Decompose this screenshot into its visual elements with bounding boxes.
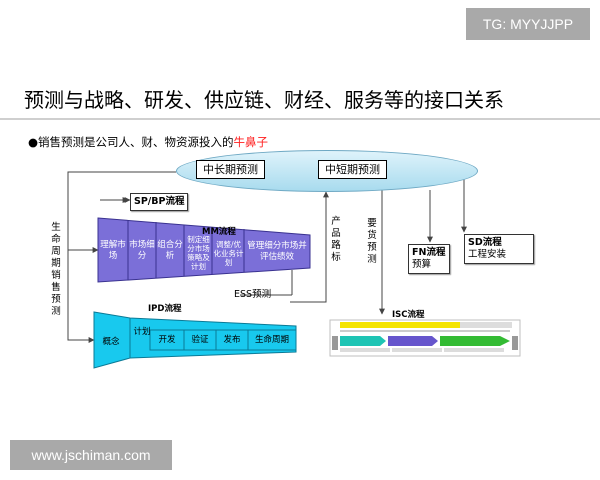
isc-process-title: ISC流程 [392, 310, 425, 320]
subtitle: ●销售预测是公司人、财、物资源投入的牛鼻子 [28, 134, 268, 150]
ipd-process-title: IPD流程 [148, 304, 182, 314]
ipd-cell-release: 发布 [223, 334, 241, 345]
lifecycle-sales-forecast-label: 生命周期销售预测 [51, 222, 61, 317]
mm-cell-segment-strategy: 制定细分市场策略及计划 [187, 235, 210, 271]
fn-process-title: FN流程 [412, 247, 446, 258]
subtitle-highlight: 牛鼻子 [233, 135, 269, 149]
sd-process-box: SD流程 工程安装 [464, 234, 534, 264]
mm-cell-portfolio-analysis: 组合分析 [157, 240, 183, 261]
mm-process-title: MM流程 [202, 227, 236, 237]
demand-forecast-label: 要货预测 [367, 218, 377, 265]
mm-cell-adjust-plan: 调整/优化业务计划 [213, 239, 244, 267]
mm-cell-market-segmentation: 市场细分 [129, 240, 155, 261]
site-watermark: www.jschiman.com [10, 440, 172, 470]
ipd-cell-plan: 计划 [133, 326, 151, 337]
tg-badge: TG: MYYJJPP [466, 8, 590, 40]
fn-process-sub: 预算 [412, 259, 432, 270]
ipd-funnel [93, 311, 297, 369]
sd-arrow [461, 171, 476, 233]
ipd-cell-concept: 概念 [102, 336, 120, 347]
ess-forecast-label: ESS预测 [234, 289, 272, 300]
mm-cell-understand-market: 理解市场 [100, 240, 126, 261]
fn-process-box: FN流程 预算 [408, 244, 450, 274]
sd-process-sub: 工程安装 [468, 249, 507, 260]
short-term-forecast-box: 中短期预测 [318, 160, 387, 179]
spbp-process-box: SP/BP流程 [130, 193, 189, 211]
title-divider [0, 118, 600, 120]
ipd-cell-verify: 验证 [191, 334, 209, 345]
sd-process-title: SD流程 [468, 237, 502, 248]
long-term-forecast-box: 中长期预测 [196, 160, 265, 179]
isc-process-graphic [329, 319, 521, 357]
product-roadmap-arrow [290, 191, 329, 303]
page-title: 预测与战略、研发、供应链、财经、服务等的接口关系 [24, 88, 504, 112]
product-roadmap-label: 产品路标 [331, 216, 341, 263]
ipd-cell-lifecycle: 生命周期 [254, 334, 289, 345]
ess-arrow [240, 270, 293, 296]
subtitle-text: 销售预测是公司人、财、物资源投入的 [38, 135, 234, 149]
bullet-icon: ● [28, 135, 39, 149]
ipd-cell-develop: 开发 [158, 334, 176, 345]
left-loop-arrows [67, 171, 176, 343]
mm-funnel [97, 217, 311, 283]
mm-cell-manage-segment: 管理细分市场并评估绩效 [247, 241, 307, 262]
